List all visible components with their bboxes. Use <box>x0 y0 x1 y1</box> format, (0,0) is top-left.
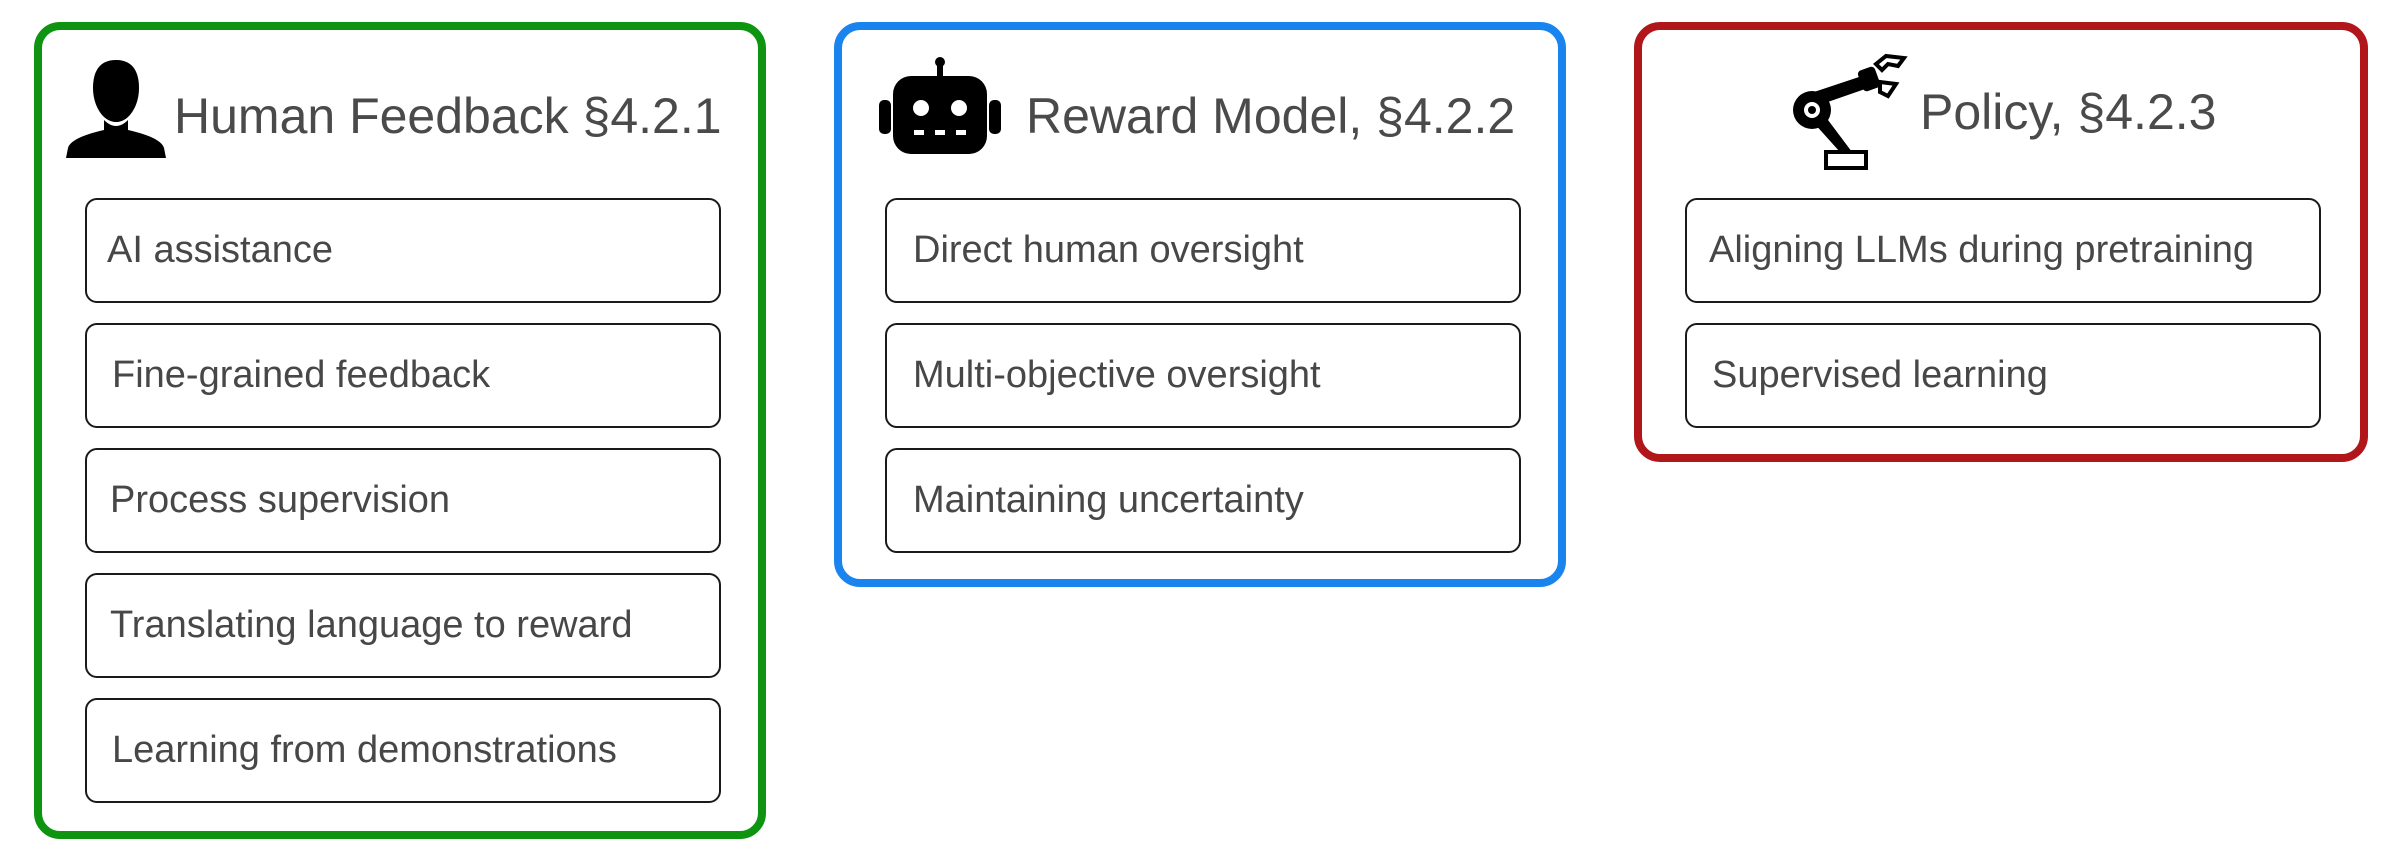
list-item: Supervised learning <box>1685 323 2321 428</box>
list-item: Multi-objective oversight <box>885 323 1521 428</box>
robot-icon <box>879 56 1001 161</box>
list-item: Direct human oversight <box>885 198 1521 303</box>
list-item: Maintaining uncertainty <box>885 448 1521 553</box>
list-item: Process supervision <box>85 448 721 553</box>
human-feedback-panel: Human Feedback §4.2.1 AI assistance Fine… <box>34 22 766 839</box>
reward-model-panel: Reward Model, §4.2.2 Direct human oversi… <box>834 22 1566 587</box>
policy-panel: Policy, §4.2.3 Aligning LLMs during pret… <box>1634 22 2368 462</box>
list-item: AI assistance <box>85 198 721 303</box>
list-item: Fine-grained feedback <box>85 323 721 428</box>
panel-title: Policy, §4.2.3 <box>1920 84 2217 140</box>
list-item: Translating language to reward <box>85 573 721 678</box>
panel-title: Human Feedback §4.2.1 <box>174 88 722 144</box>
robot-arm-icon <box>1792 52 1908 177</box>
person-icon <box>66 58 166 165</box>
panel-title: Reward Model, §4.2.2 <box>1026 88 1516 144</box>
list-item: Aligning LLMs during pretraining <box>1685 198 2321 303</box>
list-item: Learning from demonstrations <box>85 698 721 803</box>
